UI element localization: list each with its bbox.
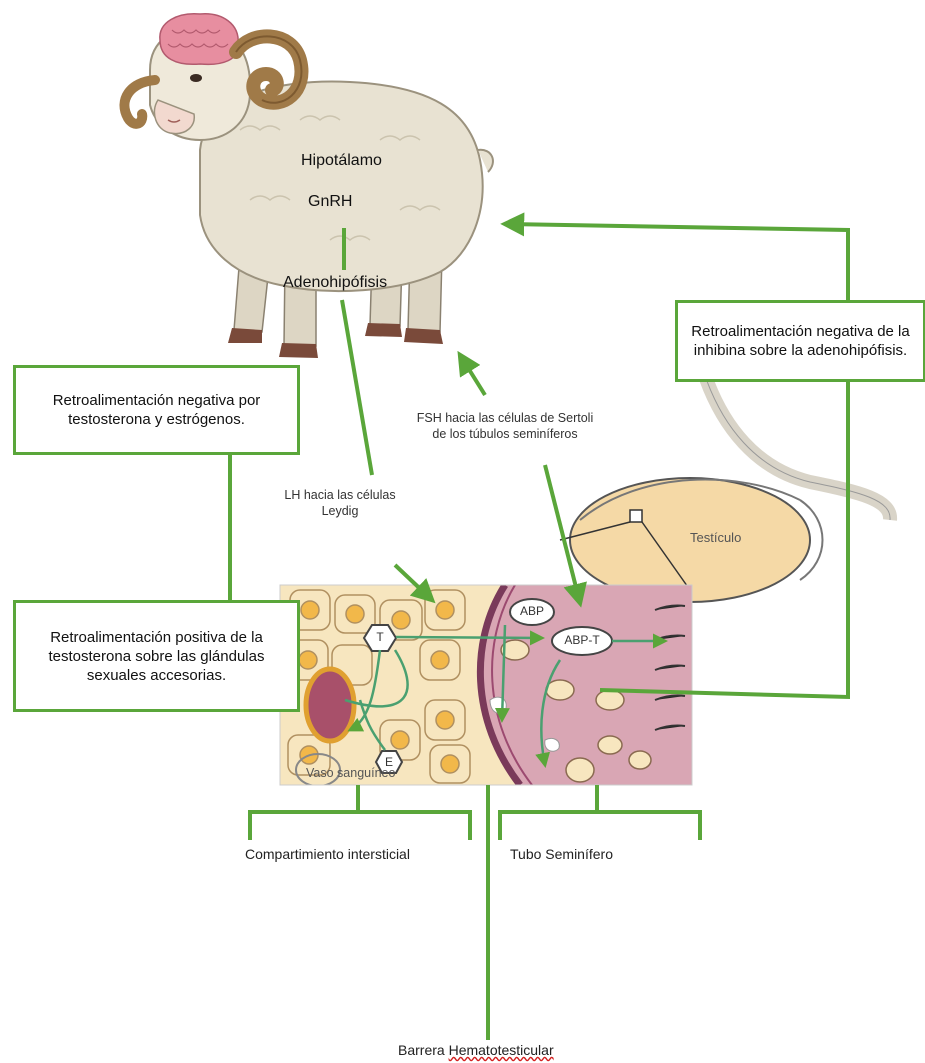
t-label: T [370, 630, 390, 644]
hypothalamus-label: Hipotálamo [301, 152, 382, 170]
testosterone-feedback-box: Retroalimentación negativa por testoster… [13, 365, 300, 455]
testicle-label: Testículo [690, 530, 741, 545]
abp-t-label: ABP-T [552, 633, 612, 647]
abp-label: ABP [512, 604, 552, 618]
adenohypophysis-label: Adenohipófisis [283, 274, 387, 292]
seminiferous-tube-label: Tubo Seminífero [510, 846, 613, 862]
lh-label: LH hacia las células Leydig [275, 487, 405, 519]
tissue-section [280, 585, 692, 786]
blood-vessel-label: Vaso sanguíneo [306, 766, 395, 780]
barrier-label: Barrera Hematotesticular [398, 1042, 554, 1058]
gnrh-label: GnRH [308, 193, 352, 211]
inhibin-feedback-box: Retroalimentación negativa de la inhibin… [675, 300, 925, 382]
testicle-illustration [560, 360, 890, 602]
sheep-illustration [124, 14, 492, 358]
interstitial-label: Compartimiento intersticial [245, 846, 410, 862]
positive-feedback-box: Retroalimentación positiva de la testost… [13, 600, 300, 712]
barrier-prefix: Barrera [398, 1042, 445, 1058]
fsh-label: FSH hacia las células de Sertoli de los … [410, 410, 600, 442]
barrier-word: Hematotesticular [449, 1042, 554, 1058]
